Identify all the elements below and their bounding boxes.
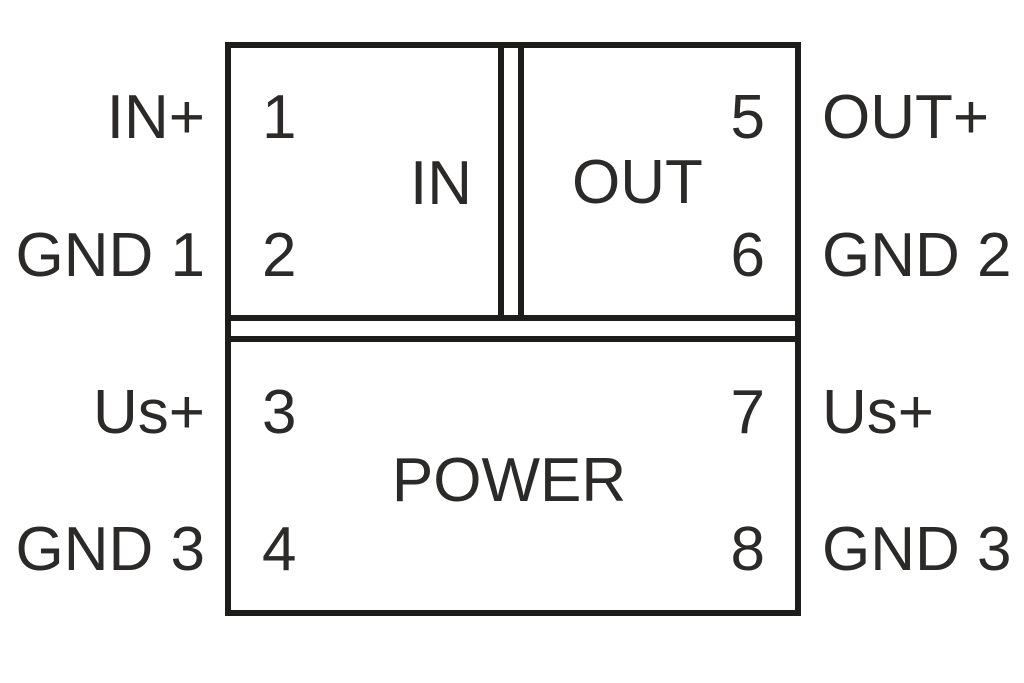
pin-number-1: 1	[262, 83, 297, 152]
terminal-label-gnd-2: GND 2	[822, 221, 1012, 290]
module-outline	[225, 42, 801, 616]
pin-number-7: 7	[730, 378, 765, 447]
terminal-label-us-plus-left: Us+	[93, 378, 205, 447]
terminal-label-in-plus: IN+	[106, 83, 205, 152]
terminal-label-gnd-1: GND 1	[15, 221, 205, 290]
pin-number-3: 3	[262, 378, 297, 447]
horizontal-divider-upper-line	[228, 315, 798, 321]
block-label-out: OUT	[572, 148, 703, 217]
pin-number-6: 6	[730, 221, 765, 290]
vertical-divider-right-line	[518, 48, 524, 321]
terminal-label-gnd-3-left: GND 3	[15, 515, 205, 584]
block-label-power: POWER	[391, 446, 627, 515]
vertical-divider-left-line	[498, 48, 504, 321]
block-label-in: IN	[410, 149, 472, 218]
pin-number-8: 8	[730, 515, 765, 584]
terminal-label-us-plus-right: Us+	[822, 378, 934, 447]
pin-number-2: 2	[262, 221, 297, 290]
pin-number-5: 5	[730, 83, 765, 152]
horizontal-divider-lower-line	[228, 336, 798, 342]
terminal-label-out-plus: OUT+	[822, 83, 990, 152]
terminal-label-gnd-3-right: GND 3	[822, 515, 1012, 584]
pin-number-4: 4	[262, 515, 297, 584]
